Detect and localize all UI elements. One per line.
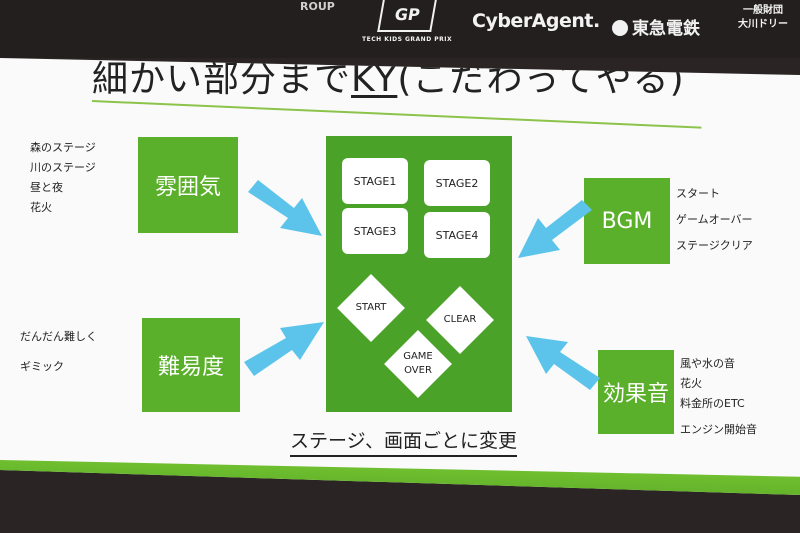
tkgp-logo-mark: GP [377, 0, 437, 32]
gameover-label-line-2: OVER [404, 365, 432, 376]
slide-caption: ステージ、画面ごとに変更 [290, 426, 518, 457]
list-item: 風や水の音 [680, 357, 735, 370]
game-screens-panel: STAGE1 STAGE2 STAGE3 STAGE4 START CLEAR … [326, 136, 512, 412]
list-item: 花火 [30, 201, 52, 214]
gameover-label: GAME OVER [388, 350, 448, 378]
tokyu-logo: 東急電鉄 [612, 14, 700, 39]
tech-kids-grand-prix-logo: GP TECH KIDS GRAND PRIX [362, 0, 452, 56]
sponsor-bar: ROUP GP TECH KIDS GRAND PRIX CyberAgent.… [0, 0, 800, 58]
title-suffix: (こだわってやる) [397, 59, 685, 100]
list-item: ゲームオーバー [676, 213, 753, 226]
sponsor-roup-text: ROUP [300, 0, 335, 13]
title-prefix: 細かい部分まで [92, 59, 352, 100]
foundation-line-2: 大川ドリー [738, 19, 788, 30]
stage-card: STAGE1 [342, 158, 408, 204]
title-underline-rule [91, 100, 702, 129]
gameover-label-line-1: GAME [403, 351, 433, 362]
title-ky: KY [351, 59, 398, 100]
stage-card: STAGE3 [342, 208, 408, 254]
list-item: ステージクリア [676, 239, 753, 252]
arrow-bgm-icon [518, 200, 592, 258]
list-item: 川のステージ [30, 161, 96, 174]
list-item: 昼と夜 [30, 181, 63, 194]
list-item: エンジン開始音 [680, 423, 757, 436]
difficulty-box: 難易度 [142, 318, 240, 412]
list-item: だんだん難しく [20, 330, 97, 343]
foundation-line-1: 一般財団 [743, 5, 783, 16]
foundation-logo: 一般財団 大川ドリー [738, 4, 788, 32]
list-item: スタート [676, 187, 720, 200]
stage-card: STAGE4 [424, 212, 490, 258]
tokyu-mark-icon [612, 20, 628, 36]
tkgp-logo-subtitle: TECH KIDS GRAND PRIX [362, 36, 453, 43]
arrow-difficulty-icon [244, 322, 324, 376]
tokyu-logo-text: 東急電鉄 [632, 19, 700, 39]
clear-label: CLEAR [443, 314, 477, 325]
sfx-list: 風や水の音 花火 料金所のETC エンジン開始音 [680, 354, 757, 440]
bgm-list: スタート ゲームオーバー ステージクリア [676, 184, 753, 262]
stage-card: STAGE2 [424, 160, 490, 206]
arrow-sfx-icon [526, 336, 600, 390]
list-item: ギミック [20, 360, 64, 373]
arrow-atmosphere-icon [248, 180, 322, 236]
sfx-box: 効果音 [598, 350, 674, 434]
start-label: START [355, 302, 387, 313]
difficulty-list: だんだん難しく ギミック [20, 322, 97, 382]
list-item: 花火 [680, 377, 702, 390]
bgm-box: BGM [584, 178, 670, 264]
atmosphere-box: 雰囲気 [138, 137, 238, 233]
list-item: 料金所のETC [680, 397, 745, 410]
cyberagent-logo: CyberAgent. [472, 10, 600, 32]
list-item: 森のステージ [30, 141, 96, 154]
slide-footer-bar [0, 460, 800, 495]
atmosphere-list: 森のステージ 川のステージ 昼と夜 花火 [30, 138, 96, 218]
